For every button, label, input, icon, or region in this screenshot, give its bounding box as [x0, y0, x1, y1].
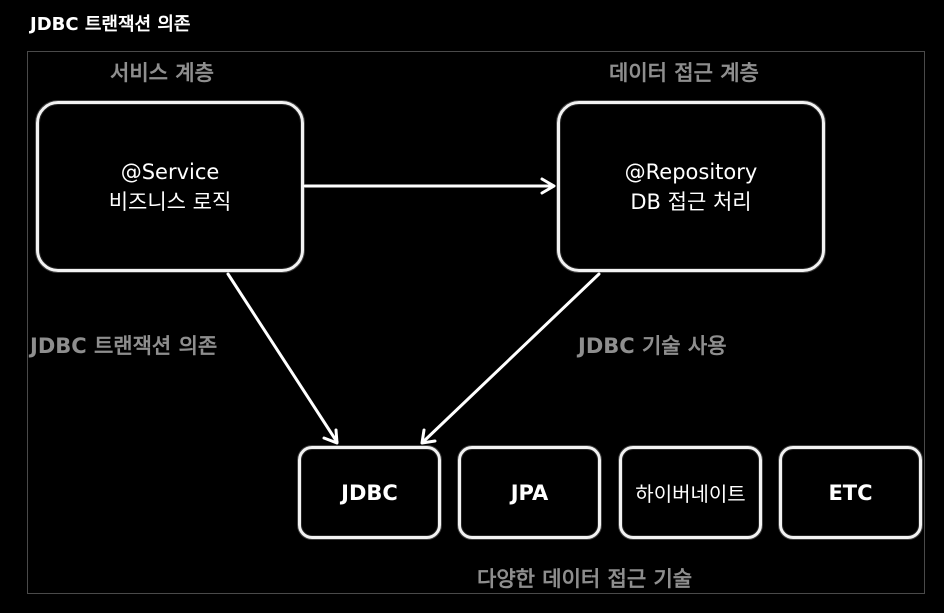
service-to-repository-arrowhead	[540, 177, 556, 195]
service-description: 비즈니스 로직	[108, 189, 232, 214]
tech-label-etc: ETC	[828, 480, 873, 505]
repository-to-jdbc-arrowhead	[420, 428, 437, 445]
tech-box-etc: ETC	[779, 446, 922, 539]
repository-to-jdbc-arrow	[421, 272, 601, 444]
repository-box: @Repository DB 접근 처리	[557, 101, 825, 272]
repository-description: DB 접근 처리	[630, 189, 752, 214]
tech-label-jpa: JPA	[510, 480, 549, 505]
service-annotation: @Service	[120, 159, 220, 184]
service-jdbc-edge-label: JDBC 트랜잭션 의존	[30, 334, 218, 358]
service-box: @Service 비즈니스 로직	[36, 101, 304, 272]
service-layer-label: 서비스 계층	[110, 61, 214, 85]
tech-box-jdbc: JDBC	[298, 446, 441, 539]
tech-label-hibernate: 하이버네이트	[635, 482, 746, 506]
repository-annotation: @Repository	[624, 159, 758, 184]
page-title: JDBC 트랜잭션 의존	[30, 14, 191, 35]
tech-box-jpa: JPA	[458, 446, 601, 539]
service-to-jdbc-arrowhead	[322, 428, 339, 445]
tech-box-hibernate: 하이버네이트	[619, 446, 762, 539]
technologies-caption: 다양한 데이터 접근 기술	[477, 567, 693, 591]
diagram-frame	[27, 51, 925, 594]
repository-jdbc-edge-label: JDBC 기술 사용	[578, 334, 727, 358]
data-access-layer-label: 데이터 접근 계층	[609, 61, 759, 85]
service-to-jdbc-arrow	[226, 272, 339, 444]
tech-label-jdbc: JDBC	[341, 480, 398, 505]
